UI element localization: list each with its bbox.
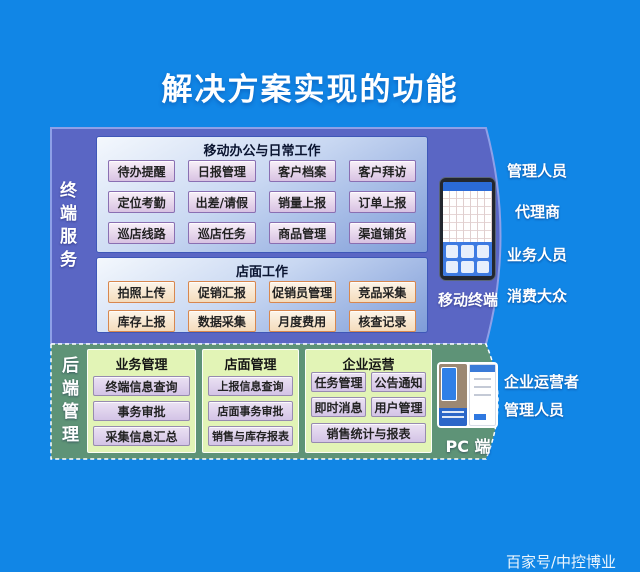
feature-box-patrol-task: 巡店任务 [188,222,256,244]
pc-form-header [469,365,495,372]
phone-calendar-grid [443,191,492,242]
enterprise-operation-card: 企业运营 任务管理 公告通知 即时消息 用户管理 销售统计与报表 [305,349,432,453]
feature-box-user-management: 用户管理 [371,397,426,417]
mobile-office-group-title: 移动办公与日常工作 [203,144,321,159]
feature-box-monthly-expense: 月度费用 [268,310,336,332]
phone-app-icons [443,242,492,276]
feature-box-data-collection: 数据采集 [188,310,256,332]
mobile-terminal-label: 移动终端 [437,291,498,309]
terminal-services-side-label: 终端服务 [56,181,76,273]
feature-box-product-management: 商品管理 [268,222,336,244]
phone-screen [443,182,492,276]
enterprise-operation-title: 企业运营 [342,358,395,373]
feature-box-patrol-route: 巡店线路 [108,222,176,244]
feature-box-trip-leave: 出差/请假 [188,191,256,213]
feature-box-promoter-management: 促销员管理 [268,281,336,303]
feature-box-sales-report: 销量上报 [268,191,336,213]
feature-box-report-info-query: 上报信息查询 [208,376,293,396]
feature-box-instant-message: 即时消息 [311,397,366,417]
feature-box-inventory-report: 库存上报 [108,310,176,332]
phone-app-header [443,182,492,191]
mobile-office-group-card: 移动办公与日常工作 待办提醒 日报管理 客户档案 客户拜访 定位考勤 出差/请假… [96,136,428,253]
feature-box-channel-distribution: 渠道铺货 [348,222,416,244]
pc-form-button [473,414,486,420]
feature-box-promotion-report: 促销汇报 [188,281,256,303]
business-management-card: 业务管理 终端信息查询 事务审批 采集信息汇总 [87,349,196,453]
mobile-phone-illustration [439,177,496,281]
feature-box-order-report: 订单上报 [348,191,416,213]
feature-box-competitor-collection: 竞品采集 [348,281,416,303]
feature-box-collected-info-summary: 采集信息汇总 [93,426,190,446]
feature-box-store-affair-approval: 店面事务审批 [208,401,293,421]
feature-box-location-attendance: 定位考勤 [108,191,176,213]
feature-box-daily-report: 日报管理 [188,160,256,182]
audience-consumers: 消费大众 [507,287,568,305]
pc-screenshot-illustration [437,362,498,428]
store-management-card: 店面管理 上报信息查询 店面事务审批 销售与库存报表 [202,349,299,453]
feature-box-customer-visit: 客户拜访 [348,160,416,182]
pc-phone-thumbnail [441,367,457,401]
backend-management-side-label: 后端管理 [58,356,78,448]
audience-agents: 代理商 [515,203,561,221]
page-title: 解决方案实现的功能 [161,72,459,108]
mobile-office-button-grid: 待办提醒 日报管理 客户档案 客户拜访 定位考勤 出差/请假 销量上报 订单上报… [97,157,427,252]
feature-box-sales-inventory-report: 销售与库存报表 [208,426,293,446]
audience-enterprise-operators: 企业运营者 [504,373,580,391]
store-work-group-card: 店面工作 拍照上传 促销汇报 促销员管理 竞品采集 库存上报 数据采集 月度费用… [96,257,428,333]
feature-box-affair-approval: 事务审批 [93,401,190,421]
feature-box-announcement: 公告通知 [371,372,426,392]
pc-caption-strip [439,408,467,426]
feature-box-terminal-info-query: 终端信息查询 [93,376,190,396]
enterprise-operation-grid: 任务管理 公告通知 即时消息 用户管理 [306,371,431,417]
feature-box-audit-record: 核查记录 [348,310,416,332]
store-work-group-title: 店面工作 [235,265,288,280]
feature-box-sales-statistics-report: 销售统计与报表 [311,423,426,443]
business-management-title: 业务管理 [115,358,168,373]
feature-box-todo-reminder: 待办提醒 [108,160,176,182]
store-management-title: 店面管理 [224,358,277,373]
pc-terminal-label: PC 端 [445,437,491,456]
feature-box-task-management: 任务管理 [311,372,366,392]
audience-managers: 管理人员 [507,162,568,180]
feature-box-customer-file: 客户档案 [268,160,336,182]
pc-login-form [468,364,496,426]
store-work-button-grid: 拍照上传 促销汇报 促销员管理 竞品采集 库存上报 数据采集 月度费用 核查记录 [97,278,427,339]
audience-sales-staff: 业务人员 [507,246,568,264]
feature-box-photo-upload: 拍照上传 [108,281,176,303]
pc-photo-area [439,364,467,426]
audience-backend-managers: 管理人员 [504,401,565,419]
